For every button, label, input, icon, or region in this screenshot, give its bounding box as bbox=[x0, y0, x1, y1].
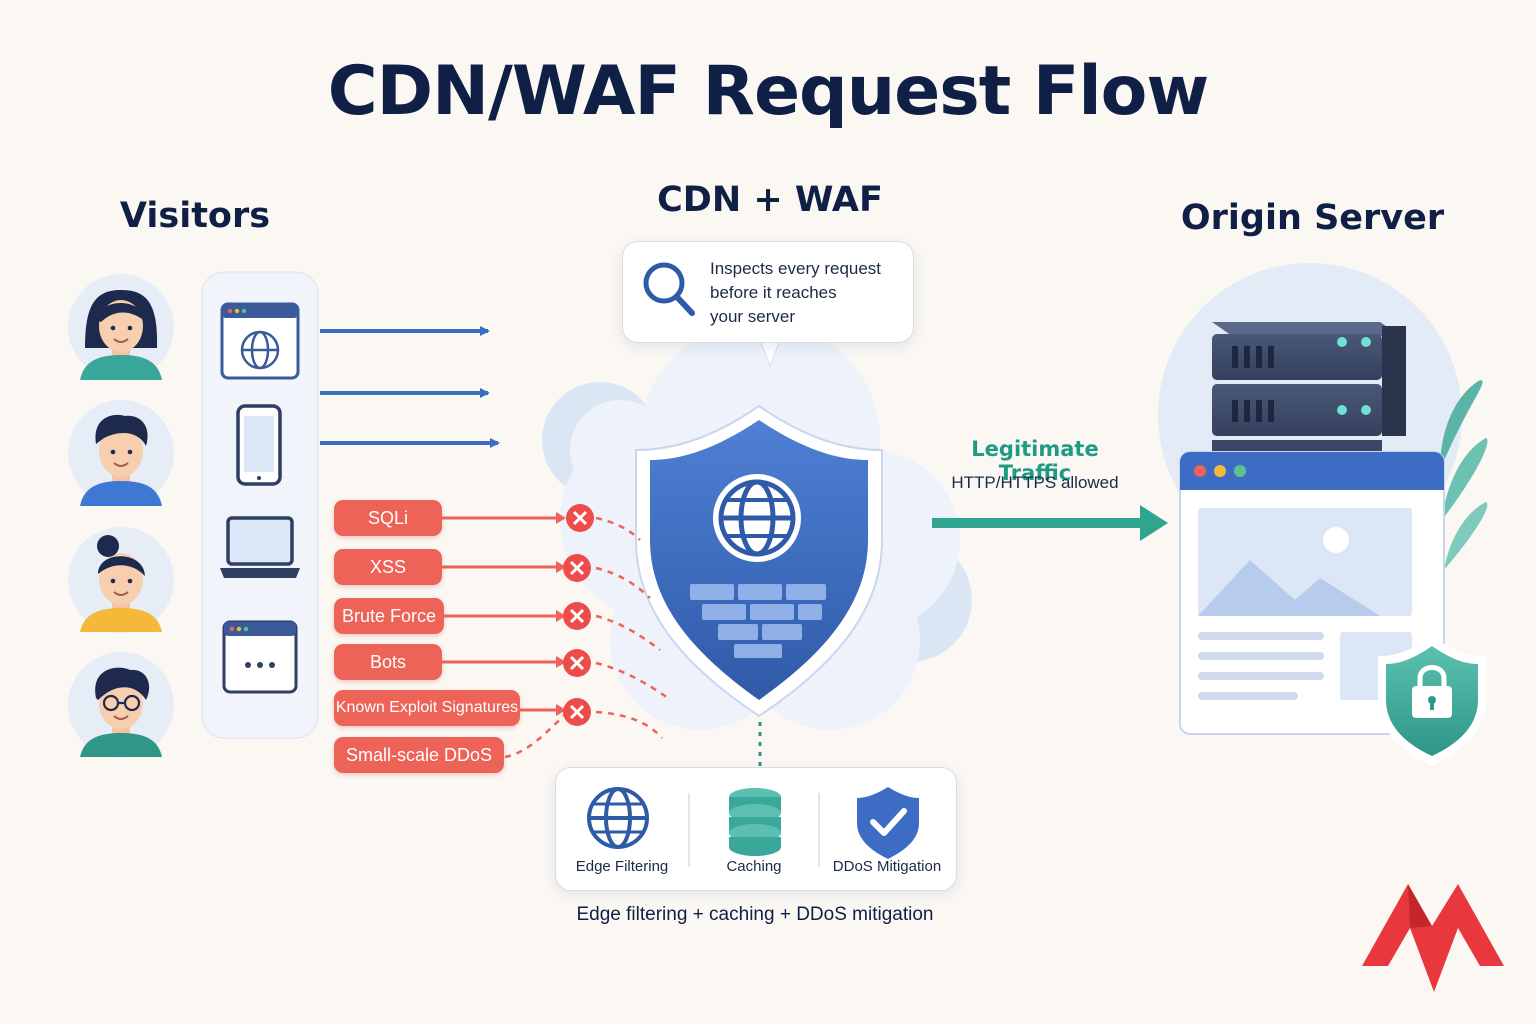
threat-known-exploit: Known Exploit Signatures bbox=[334, 690, 520, 726]
feature-edge-filtering: Edge Filtering bbox=[575, 858, 669, 875]
avatar-man-icon bbox=[68, 400, 174, 506]
inspect-text: Inspects every request before it reaches… bbox=[710, 257, 910, 329]
legitimate-traffic-label: Legitimate Traffic bbox=[971, 437, 1099, 485]
blocked-x-icon bbox=[563, 602, 591, 630]
threat-small-ddos: Small-scale DDoS bbox=[334, 737, 504, 773]
page-title: CDN/WAF Request Flow bbox=[327, 52, 1209, 131]
inspect-bubble bbox=[622, 241, 914, 343]
smartphone-icon bbox=[236, 404, 282, 486]
inspect-line-2: before it reaches bbox=[710, 283, 837, 302]
visitor-request-arrows bbox=[320, 326, 500, 448]
visitors-heading: Visitors bbox=[119, 196, 271, 236]
origin-heading: Origin Server bbox=[1180, 198, 1445, 238]
leaf-icon bbox=[1440, 380, 1488, 570]
blocked-x-icon bbox=[563, 649, 591, 677]
legitimate-traffic-arrow bbox=[932, 505, 1168, 541]
avatar-woman-icon bbox=[68, 274, 174, 380]
threat-arrows bbox=[442, 512, 669, 759]
globe-icon bbox=[587, 787, 649, 849]
browser-globe-icon bbox=[220, 302, 300, 380]
shield-check-icon bbox=[857, 787, 919, 859]
web-page-icon bbox=[1179, 451, 1445, 735]
laptop-icon bbox=[220, 516, 300, 578]
feature-caching: Caching bbox=[726, 858, 782, 875]
features-caption: Edge filtering + caching + DDoS mitigati… bbox=[576, 904, 934, 925]
features-icons bbox=[587, 787, 919, 867]
avatar-man-glasses-icon bbox=[68, 652, 174, 758]
shield-globe-firewall-icon bbox=[635, 404, 883, 718]
legitimate-traffic-subtitle: HTTP/HTTPS allowed bbox=[951, 473, 1119, 492]
database-icon bbox=[729, 788, 781, 856]
blocked-x-icon bbox=[563, 554, 591, 582]
blocked-x-icon bbox=[566, 504, 594, 532]
threat-xss: XSS bbox=[334, 549, 442, 585]
threat-sqli: SQLi bbox=[334, 500, 442, 536]
feature-ddos-mitigation: DDoS Mitigation bbox=[832, 858, 942, 875]
blocked-x-icon bbox=[563, 698, 591, 726]
inspect-line-3: your server bbox=[710, 307, 796, 326]
bubble-icon-layer bbox=[643, 262, 695, 316]
threat-brute-force: Brute Force bbox=[334, 598, 444, 634]
cdn-waf-heading: CDN + WAF bbox=[657, 180, 883, 220]
inspect-line-1: Inspects every request bbox=[710, 259, 882, 278]
server-rack-icon bbox=[1212, 322, 1406, 460]
app-window-icon bbox=[222, 620, 298, 694]
avatar-woman-bun-icon bbox=[68, 527, 174, 633]
lock-shield-icon bbox=[1378, 636, 1486, 766]
threat-bots: Bots bbox=[334, 644, 442, 680]
m-logo-icon bbox=[1362, 884, 1504, 992]
blocked-icons bbox=[563, 504, 594, 726]
origin-illustration bbox=[1158, 263, 1488, 766]
